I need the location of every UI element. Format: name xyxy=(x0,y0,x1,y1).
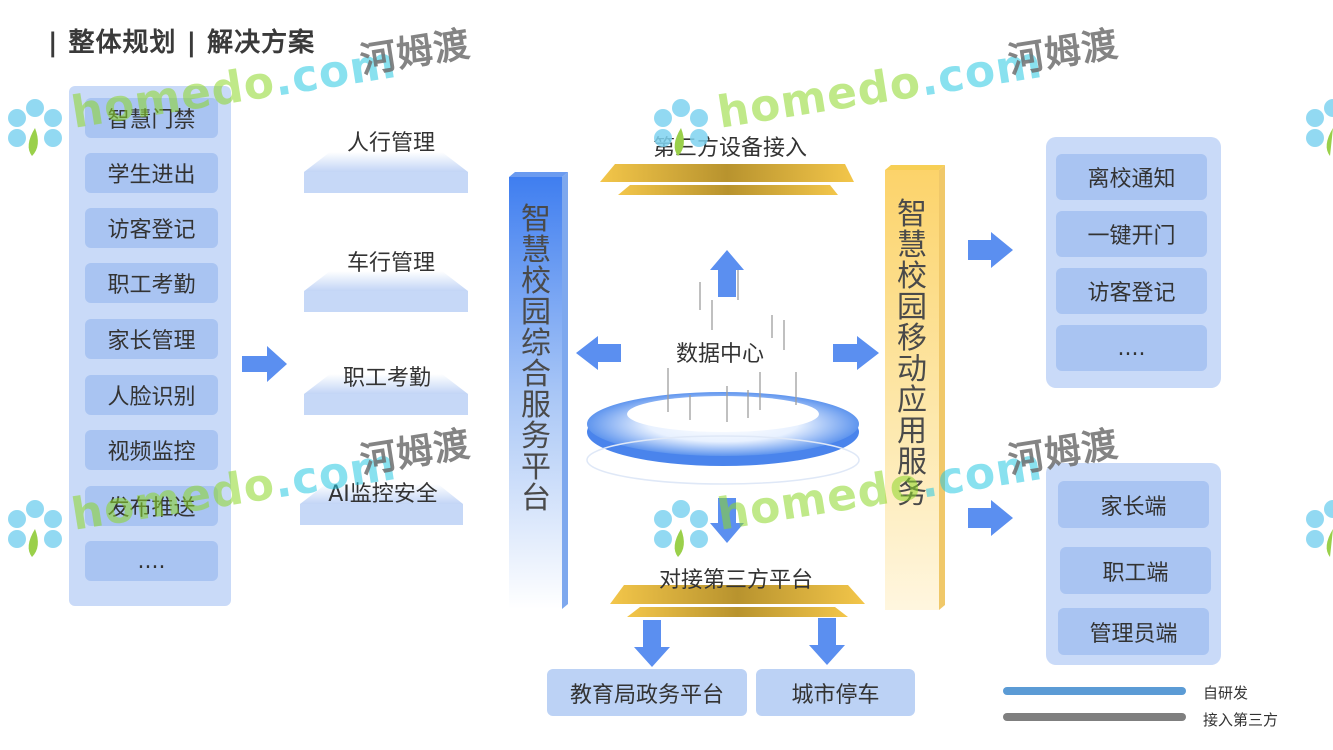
feature-item: 发布推送 xyxy=(85,486,218,526)
feature-item: 访客登记 xyxy=(85,208,218,248)
client-item: 管理员端 xyxy=(1058,608,1209,655)
feature-item: 家长管理 xyxy=(85,319,218,359)
right-bottom-panel: 家长端 职工端 管理员端 xyxy=(1046,463,1221,665)
third-party-platform-plates xyxy=(610,585,865,617)
feature-item: 职工考勤 xyxy=(85,263,218,303)
data-center-graphic xyxy=(586,270,860,485)
page-title: | 整体规划 | 解决方案 xyxy=(48,28,316,58)
flow-arrows xyxy=(242,232,1013,667)
feature-item: 人脸识别 xyxy=(85,375,218,415)
data-center-label: 数据中心 xyxy=(675,342,764,367)
platform-shapes xyxy=(300,152,468,525)
platform-label-pedestrian: 人行管理 xyxy=(346,131,435,156)
watermark-logo-icon xyxy=(8,500,62,557)
watermark-logo-icon xyxy=(1306,99,1333,156)
watermark-logo-icon xyxy=(654,99,708,156)
function-item: 一键开门 xyxy=(1056,211,1207,257)
legend-third-party: 接入第三方 xyxy=(1203,711,1279,729)
watermark-logo-icon xyxy=(1306,500,1333,557)
platform-label-ai-security: AI监控安全 xyxy=(328,482,438,507)
education-bureau-box: 教育局政务平台 xyxy=(547,669,747,716)
watermark-logo-icon xyxy=(654,500,708,557)
third-party-device-plates xyxy=(600,164,854,195)
watermark-logo-icon xyxy=(8,99,62,156)
left-feature-panel: 智慧门禁 学生进出 访客登记 职工考勤 家长管理 人脸识别 视频监控 发布推送 … xyxy=(69,86,231,606)
function-item: 访客登记 xyxy=(1056,268,1207,314)
legend-self-developed: 自研发 xyxy=(1203,684,1249,702)
integrated-platform-bar: 智慧校园综合服务平台 xyxy=(521,202,551,516)
legend-lines xyxy=(1003,687,1186,721)
mobile-service-bar-shape xyxy=(885,165,945,610)
function-item: .... xyxy=(1056,325,1207,371)
third-party-platform-label: 对接第三方平台 xyxy=(658,568,813,593)
feature-item: .... xyxy=(85,541,218,581)
city-parking-box: 城市停车 xyxy=(756,669,915,716)
platform-label-vehicle: 车行管理 xyxy=(346,251,435,276)
right-top-panel: 离校通知 一键开门 访客登记 .... xyxy=(1046,137,1221,388)
integrated-platform-bar-shape xyxy=(509,172,568,609)
platform-label-attendance: 职工考勤 xyxy=(342,366,431,391)
client-item: 家长端 xyxy=(1058,481,1209,528)
feature-item: 智慧门禁 xyxy=(85,98,218,138)
mobile-service-bar: 智慧校园移动应用服务 xyxy=(897,197,927,511)
function-item: 离校通知 xyxy=(1056,154,1207,200)
feature-item: 学生进出 xyxy=(85,153,218,193)
client-item: 职工端 xyxy=(1060,547,1211,594)
feature-item: 视频监控 xyxy=(85,430,218,470)
